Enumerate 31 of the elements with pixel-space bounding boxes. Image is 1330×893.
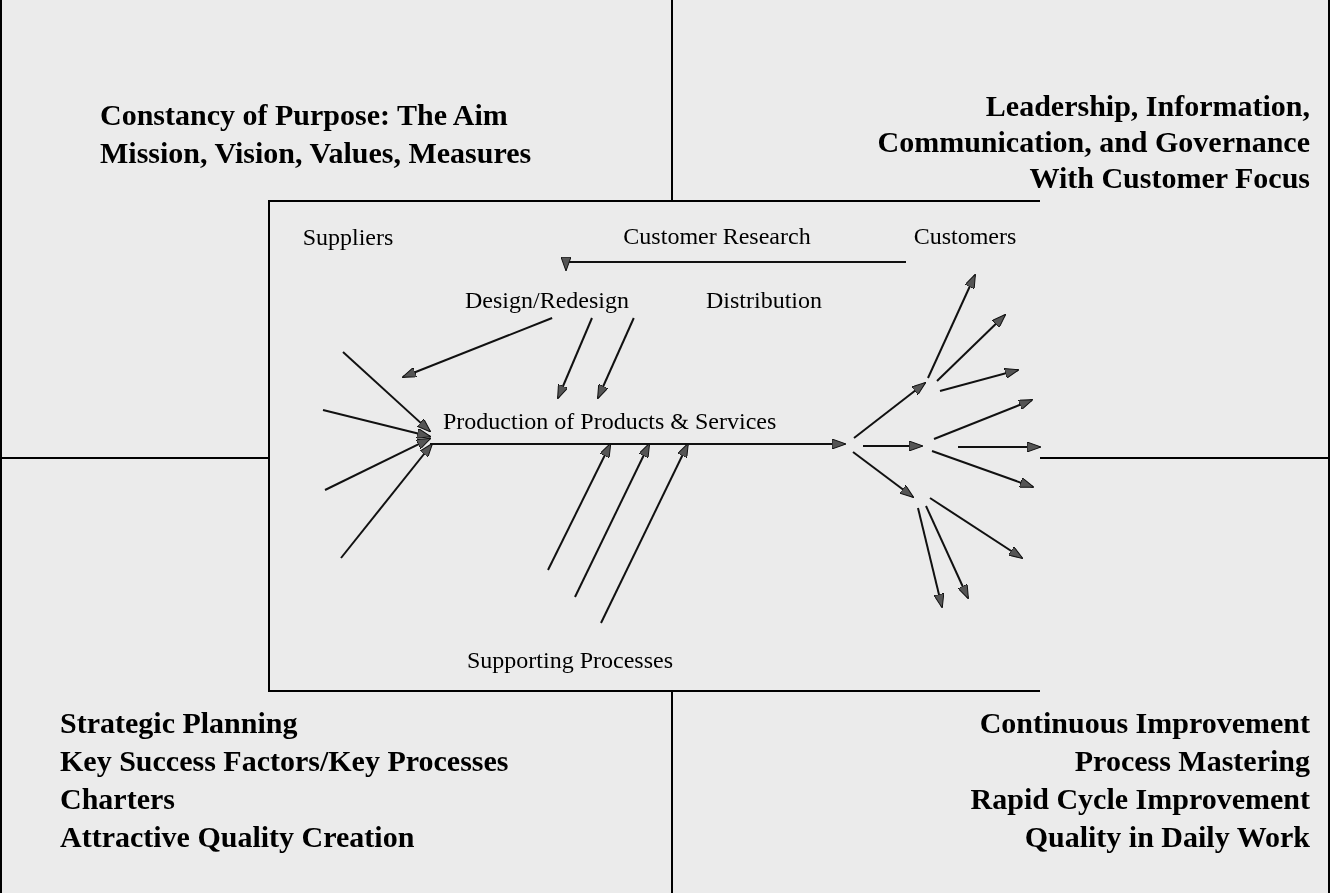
arrow <box>560 256 907 272</box>
arrow <box>596 317 635 400</box>
arrow <box>342 351 432 433</box>
arrow <box>574 442 651 598</box>
arrow <box>401 317 554 378</box>
edge-label: Customer Research <box>623 222 811 250</box>
quadrant-heading: Quality in Daily Work <box>1024 819 1310 855</box>
process-label: Suppliers <box>292 220 404 254</box>
quadrant-heading: Continuous Improvement <box>979 705 1310 741</box>
arrow <box>324 437 432 491</box>
quadrant-heading: Rapid Cycle Improvement <box>970 781 1310 817</box>
process-label: Distribution <box>688 282 840 318</box>
quadrant-heading: Key Success Factors/Key Processes <box>60 743 509 779</box>
process-box <box>268 200 1040 692</box>
process-label: Production of Products & Services <box>430 398 820 444</box>
arrow <box>557 317 593 400</box>
quadrant-heading: Mission, Vision, Values, Measures <box>100 135 532 171</box>
process-label: Design/Redesign <box>450 270 644 318</box>
quadrant-heading: Constancy of Purpose: The Aim <box>100 97 508 133</box>
process-label: Supporting Processes <box>450 642 690 678</box>
quadrant-heading: Leadership, Information, Communication, and Governance With Customer Focus <box>876 88 1310 196</box>
quadrant-heading: Process Mastering <box>1074 743 1310 779</box>
process-label: Customers <box>906 220 1024 264</box>
quadrant-heading: Attractive Quality Creation <box>60 819 415 855</box>
arrow <box>547 442 612 571</box>
arrow <box>600 442 689 624</box>
arrow <box>429 438 847 450</box>
quadrant-heading: Strategic Planning <box>60 705 298 741</box>
arrow <box>322 409 432 439</box>
quadrant-heading: Charters <box>60 781 175 817</box>
arrow <box>340 442 434 559</box>
